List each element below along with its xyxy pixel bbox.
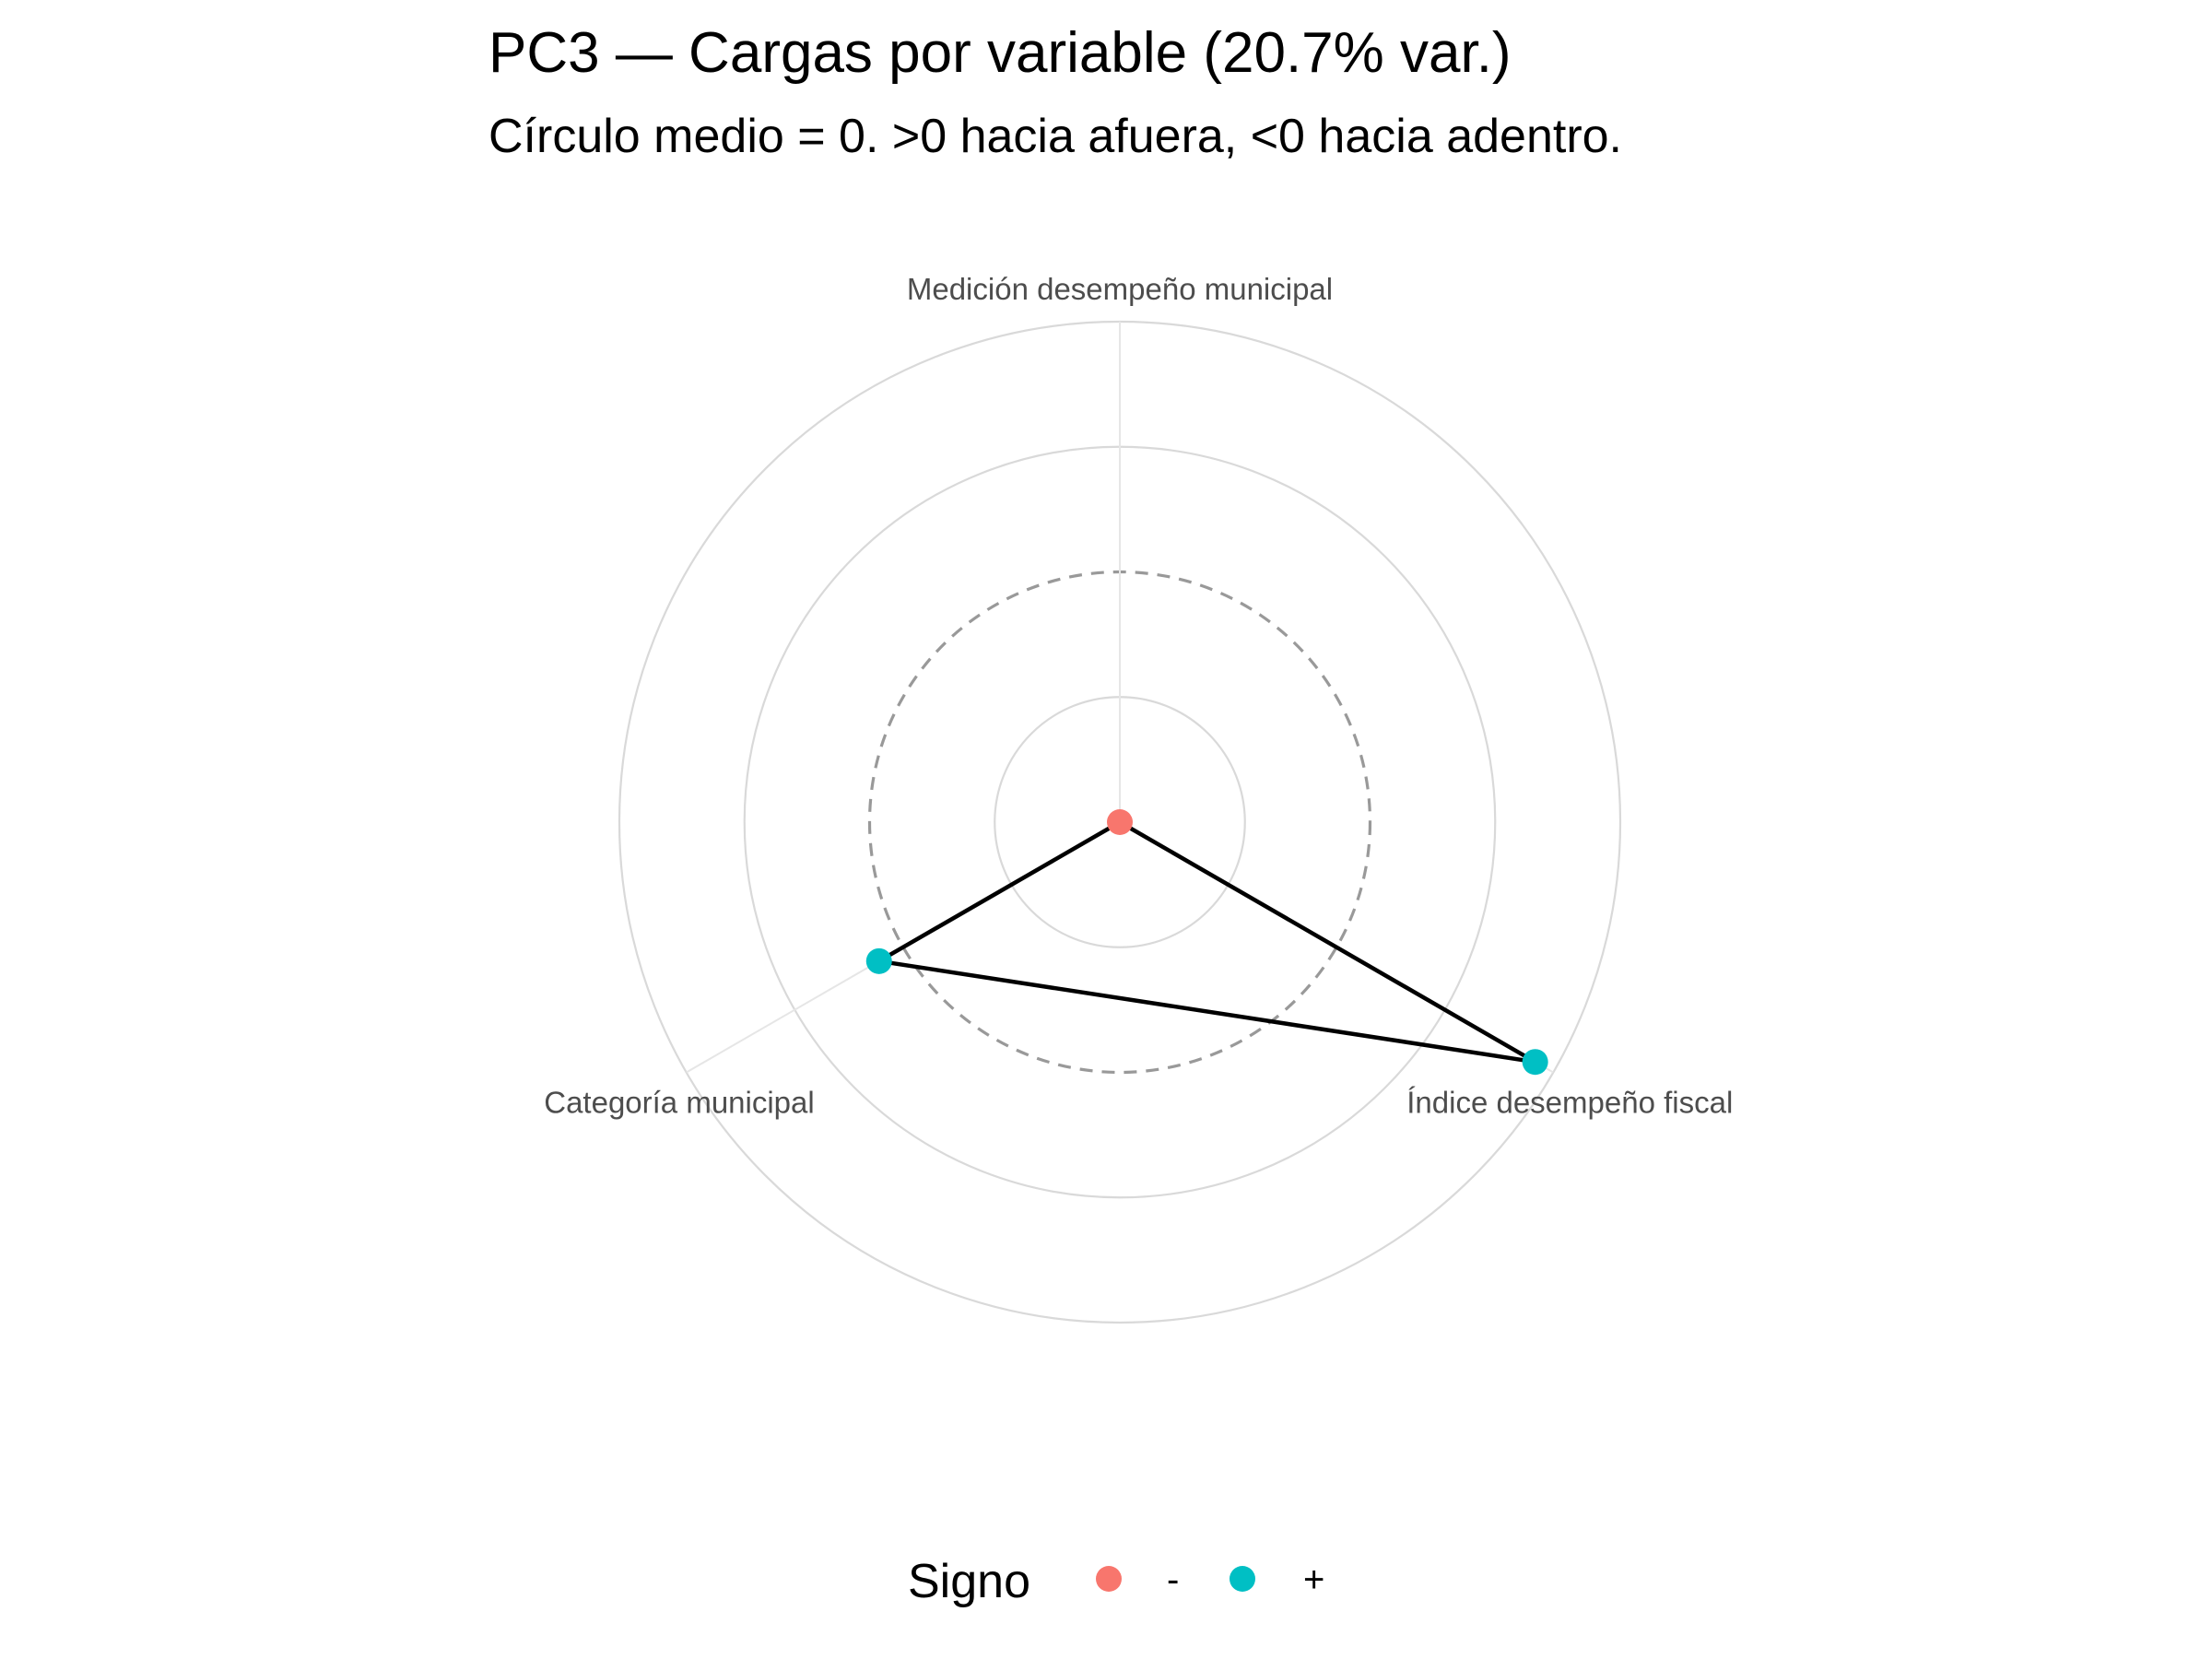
axis-label-1: Índice desempeño fiscal	[1406, 1086, 1733, 1120]
legend-label-positive: +	[1303, 1559, 1324, 1600]
legend-label-negative: -	[1167, 1559, 1179, 1600]
data-point-0	[1107, 809, 1133, 835]
legend-title: Signo	[908, 1555, 1030, 1608]
chart-subtitle: Círculo medio = 0. >0 hacia afuera, <0 h…	[488, 110, 1622, 163]
chart-title: PC3 — Cargas por variable (20.7% var.)	[488, 21, 1512, 85]
axis-label-2: Categoría municipal	[544, 1086, 815, 1120]
data-point-1	[1522, 1049, 1548, 1076]
legend-key-negative	[1096, 1566, 1122, 1592]
loading-polygon	[877, 819, 1537, 1065]
data-point-2	[865, 947, 892, 974]
legend: Signo - +	[908, 1555, 1324, 1608]
legend-key-positive	[1230, 1566, 1255, 1592]
axis-label-0: Medición desempeño municipal	[907, 272, 1333, 306]
